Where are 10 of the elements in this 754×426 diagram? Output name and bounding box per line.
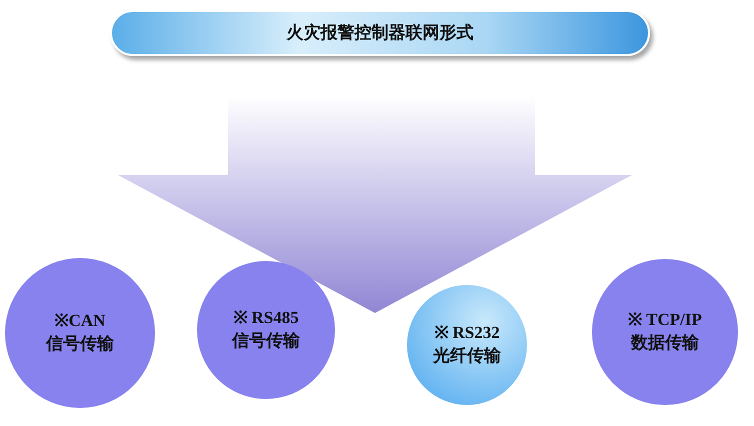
node-label: 火灾报警控制器联网形式: [286, 22, 474, 44]
node-heading: ※ TCP/IP: [628, 309, 702, 332]
node-label: 光纤传输: [433, 345, 501, 367]
node-label: 信号传输: [232, 330, 300, 352]
node-label: 数据传输: [631, 332, 699, 354]
node-heading: ※ RS485: [233, 307, 299, 330]
node-heading: ※ RS232: [434, 322, 500, 344]
title-banner: [110, 10, 650, 56]
node-heading: ※CAN: [54, 310, 106, 332]
node-label: 信号传输: [46, 333, 114, 355]
